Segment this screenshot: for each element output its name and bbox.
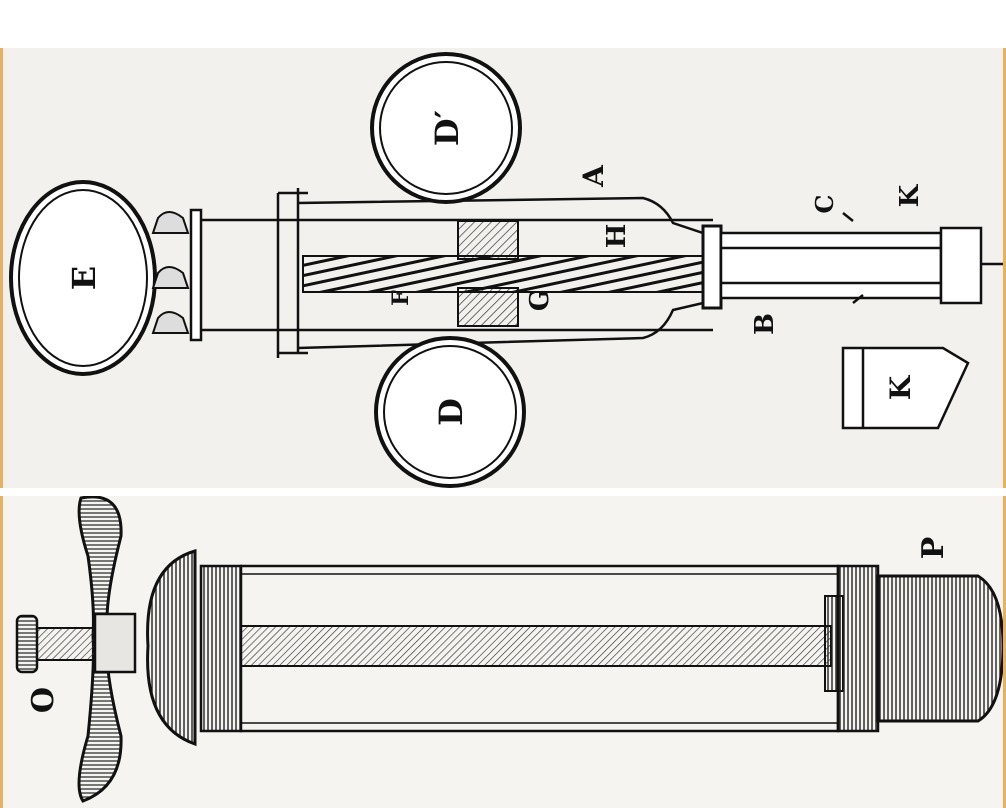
knob-O bbox=[15, 614, 39, 674]
barrel-end-ring-right bbox=[836, 564, 880, 733]
label-H: H bbox=[602, 224, 632, 249]
figure-divider bbox=[0, 488, 1006, 496]
label-C: C bbox=[810, 194, 839, 213]
stem-collar bbox=[93, 612, 137, 674]
label-G: G bbox=[525, 289, 555, 311]
label-K: K bbox=[895, 183, 925, 207]
piston-upper bbox=[457, 220, 519, 260]
label-B: B bbox=[750, 313, 780, 335]
syringe-cross-section-diagram: E bbox=[9, 52, 1003, 488]
plunger-rod bbox=[240, 625, 832, 667]
plunger-stem bbox=[36, 627, 98, 661]
disc-D-prime bbox=[370, 52, 522, 204]
nozzle-C bbox=[719, 212, 1003, 305]
detail-K bbox=[841, 346, 970, 430]
collar-B bbox=[701, 224, 723, 310]
label-A: A bbox=[577, 164, 610, 188]
label-E: E bbox=[65, 266, 103, 290]
nozzle-cap-P bbox=[876, 574, 1003, 723]
barrel-A bbox=[297, 196, 713, 350]
wing-nuts bbox=[151, 211, 190, 334]
screw-rod bbox=[302, 255, 714, 293]
label-K-detail: K bbox=[884, 374, 917, 400]
label-F: F bbox=[388, 290, 414, 306]
disc-D bbox=[374, 336, 526, 488]
syringe-exterior-diagram: O P bbox=[15, 496, 1003, 803]
top-margin bbox=[0, 0, 1006, 48]
label-P: P bbox=[916, 537, 951, 560]
disc-E bbox=[9, 180, 157, 376]
figure-bottom-panel: O P bbox=[3, 496, 1003, 808]
label-D-prime: D′ bbox=[428, 110, 466, 146]
barrel-end-ring-left bbox=[199, 564, 243, 733]
barrel-cap bbox=[146, 549, 197, 747]
label-O: O bbox=[26, 687, 61, 713]
piston-lower bbox=[457, 287, 519, 327]
label-D: D bbox=[432, 398, 470, 426]
figure-top-panel: E bbox=[3, 48, 1003, 488]
